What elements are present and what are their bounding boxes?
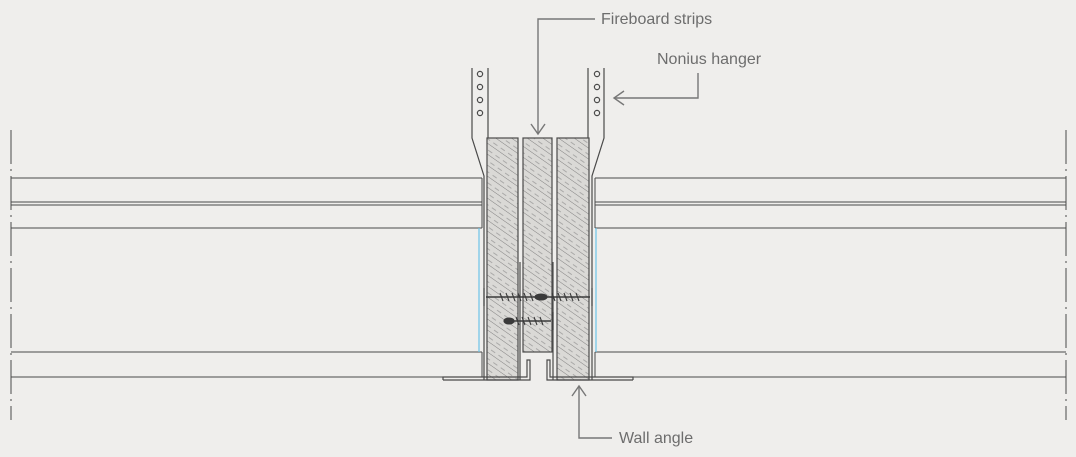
left-nonius-hanger xyxy=(471,68,489,380)
wall-angle-label: Wall angle xyxy=(619,430,693,447)
nonius-hanger-callout: Nonius hanger xyxy=(612,51,762,106)
wall-angle-callout: Wall angle xyxy=(571,384,693,447)
fireboard-strips-label: Fireboard strips xyxy=(601,11,712,28)
screw-lower xyxy=(503,312,554,330)
wall-angle xyxy=(442,359,634,381)
fireboard-strip-left xyxy=(486,137,519,381)
nonius-hanger-label: Nonius hanger xyxy=(657,51,762,68)
screw-upper xyxy=(483,288,593,306)
joint-gap-lines xyxy=(478,228,597,352)
right-ceiling-boards xyxy=(594,177,1066,378)
left-ceiling-boards xyxy=(11,177,483,378)
fireboard-strips-callout: Fireboard strips xyxy=(530,11,712,136)
fireboard-strips xyxy=(486,137,590,381)
fireboard-strip-right xyxy=(556,137,590,381)
fireboard-strip-middle xyxy=(522,137,553,353)
